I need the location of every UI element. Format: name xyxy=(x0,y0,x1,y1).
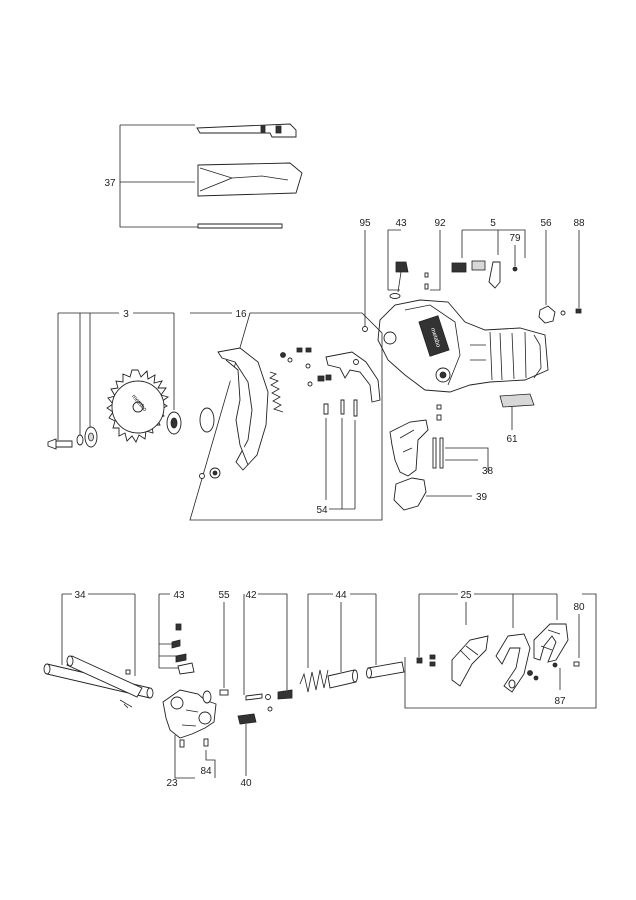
brush-part-a xyxy=(451,262,467,273)
callout-84: 84 xyxy=(200,766,212,777)
callout-92: 92 xyxy=(434,218,446,229)
rail-strip-part xyxy=(197,223,283,229)
callout-16: 16 xyxy=(235,309,247,320)
handle-cover-right xyxy=(533,623,569,663)
callout-42: 42 xyxy=(245,590,257,601)
callout-23: 23 xyxy=(166,778,178,789)
part-group-43-lower: 43 xyxy=(158,590,195,675)
dust-guide-39 xyxy=(393,477,427,511)
tube-44 xyxy=(367,661,405,679)
callout-54: 54 xyxy=(316,505,328,516)
callout-34: 34 xyxy=(74,590,86,601)
housing-logo-plate xyxy=(418,315,450,357)
guard-lever xyxy=(325,351,381,403)
callout-40: 40 xyxy=(240,778,252,789)
callout-87: 87 xyxy=(554,696,566,707)
callout-56: 56 xyxy=(540,218,552,229)
callout-79: 79 xyxy=(509,233,521,244)
part-group-16: 16 54 xyxy=(189,309,383,521)
brush-part-b xyxy=(471,260,486,271)
part-group-23: 23 84 xyxy=(162,689,217,789)
dust-guide-38 xyxy=(389,419,429,477)
callout-44: 44 xyxy=(335,590,347,601)
callout-55: 55 xyxy=(218,590,230,601)
handle-cover-left xyxy=(451,635,489,687)
rail-middle-part xyxy=(197,162,303,197)
part-group-top-right-callouts: 95 43 92 5 79 56 88 xyxy=(359,218,585,332)
callout-43-top: 43 xyxy=(395,218,407,229)
part-group-38-39: 38 39 xyxy=(389,419,494,511)
spring-44 xyxy=(299,669,329,693)
handle-frame-middle xyxy=(495,633,531,693)
part-group-44: 44 xyxy=(299,590,405,693)
callout-43-lower: 43 xyxy=(173,590,185,601)
callout-88: 88 xyxy=(573,218,585,229)
knob-part xyxy=(395,261,409,273)
callout-80: 80 xyxy=(573,602,585,613)
part-group-3: 3 metabo xyxy=(47,309,182,450)
callout-95: 95 xyxy=(359,218,371,229)
callout-25: 25 xyxy=(460,590,472,601)
nut-part xyxy=(538,305,556,324)
sleeve-44 xyxy=(327,669,357,689)
callout-38: 38 xyxy=(482,466,494,477)
clip-40 xyxy=(237,713,257,725)
blade-bolt xyxy=(47,438,73,450)
part-group-37: 37 xyxy=(104,123,303,229)
guard-ring xyxy=(199,407,215,433)
guard-spring xyxy=(269,371,284,413)
bracket-part xyxy=(488,261,501,289)
label-plate xyxy=(499,393,535,408)
blade-guard xyxy=(217,347,269,471)
part-group-42-40: 42 40 xyxy=(237,590,293,789)
callout-61: 61 xyxy=(506,434,518,445)
washer-small xyxy=(76,434,84,446)
rail-top-part xyxy=(196,123,297,138)
motor-housing xyxy=(377,299,549,393)
callout-5: 5 xyxy=(490,218,496,229)
part-group-25: 25 80 87 xyxy=(404,590,597,709)
pin-42 xyxy=(245,693,263,701)
motor-housing-assembly: metabo xyxy=(377,299,549,421)
callout-3: 3 xyxy=(123,309,129,320)
callout-39: 39 xyxy=(476,492,488,503)
part-group-55: 55 xyxy=(218,590,230,696)
saw-blade: metabo xyxy=(106,369,170,443)
part-group-61: 61 xyxy=(499,393,535,445)
callout-37: 37 xyxy=(104,178,116,189)
part-group-34: 34 xyxy=(43,590,154,709)
